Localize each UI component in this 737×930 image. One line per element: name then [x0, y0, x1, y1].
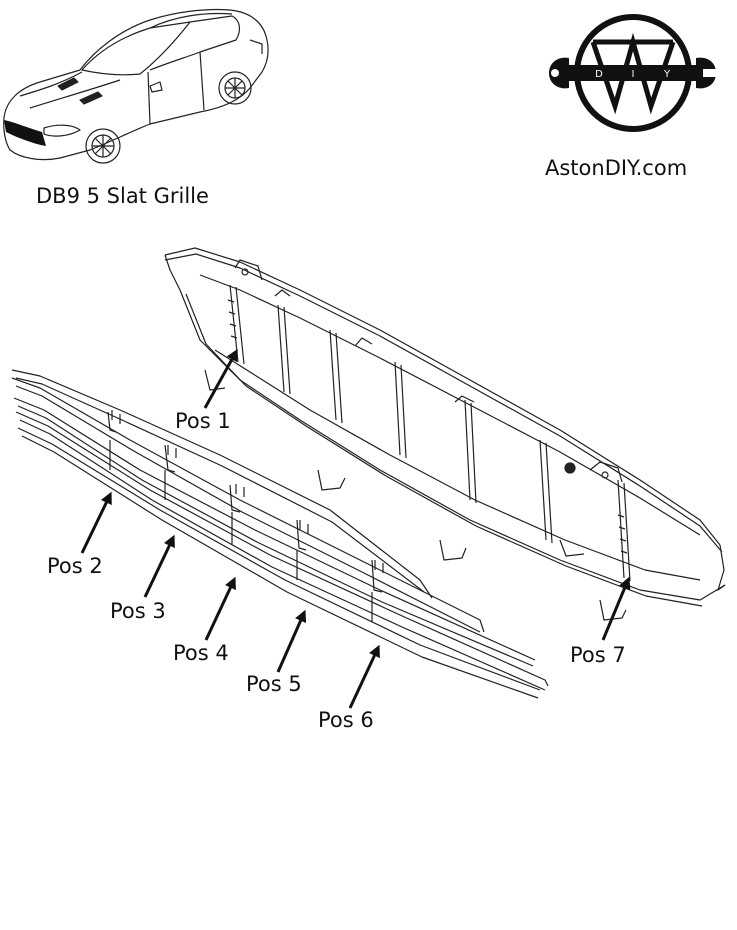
label-pos6: Pos 6	[318, 708, 374, 732]
arrow-pos3	[143, 534, 175, 598]
logo-letter-y: Y	[663, 69, 671, 80]
car-illustration	[3, 8, 269, 164]
car-grille-highlight	[4, 120, 46, 146]
arrow-pos6	[348, 644, 380, 709]
diagram-title: DB9 5 Slat Grille	[36, 184, 209, 208]
arrow-pos4	[204, 576, 236, 641]
upper-grille-frame	[164, 247, 726, 621]
label-pos7: Pos 7	[570, 643, 626, 667]
label-pos4: Pos 4	[173, 641, 229, 665]
arrow-pos5	[276, 609, 307, 673]
lower-slats	[11, 369, 549, 699]
arrow-pos1	[203, 348, 238, 409]
astondiy-logo: D I Y	[549, 14, 717, 132]
label-pos3: Pos 3	[110, 599, 166, 623]
label-pos5: Pos 5	[246, 672, 302, 696]
logo-letter-d: D	[595, 69, 603, 80]
label-pos2: Pos 2	[47, 554, 103, 578]
arrow-pos7	[601, 576, 631, 641]
label-pos1: Pos 1	[175, 409, 231, 433]
logo-letter-i: I	[632, 69, 635, 80]
brand-website: AstonDIY.com	[545, 156, 688, 180]
arrow-pos2	[80, 491, 112, 554]
